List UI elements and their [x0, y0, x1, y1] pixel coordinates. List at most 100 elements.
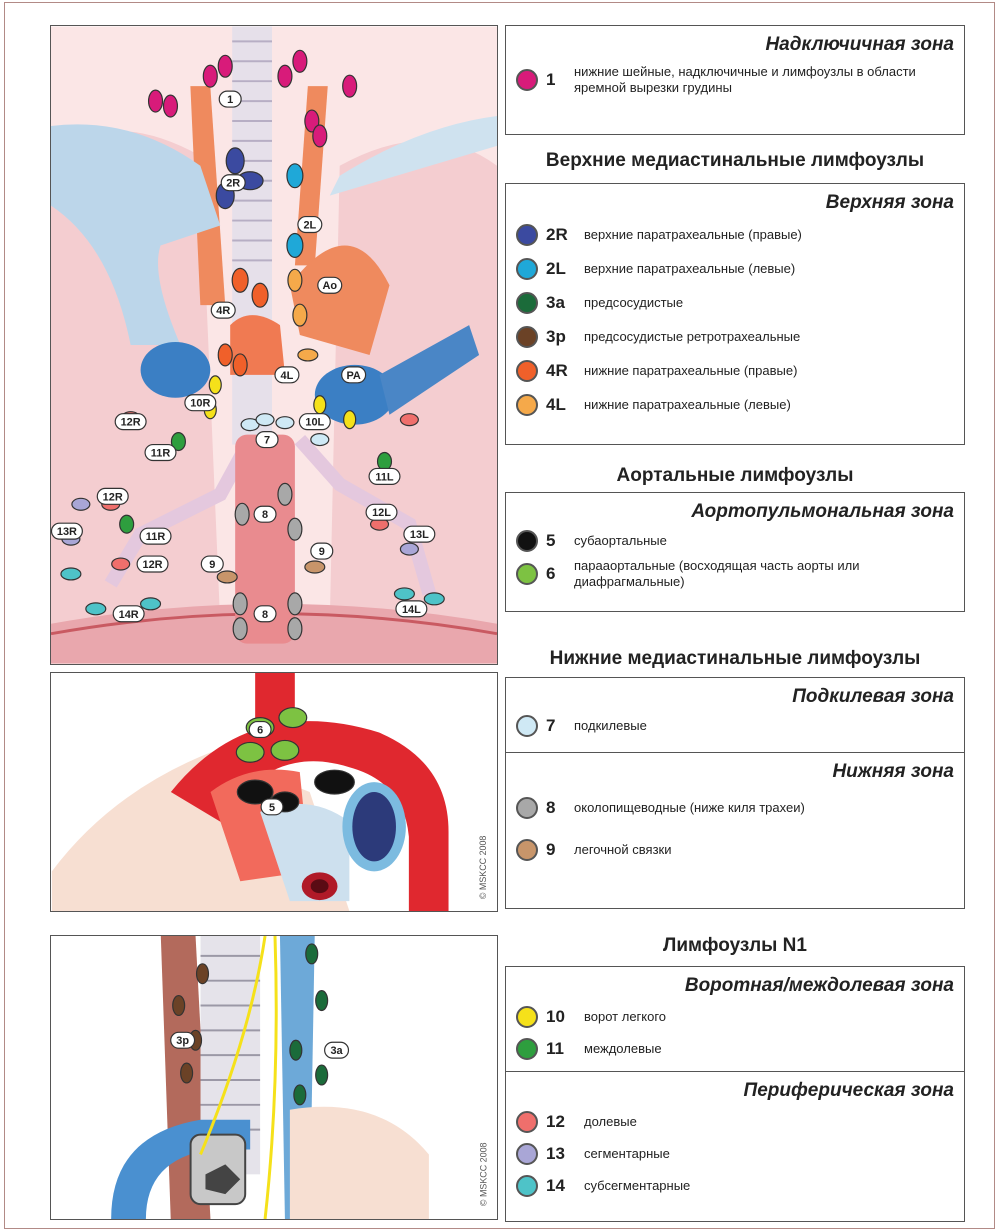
node-label-text: 8: [262, 609, 268, 621]
node-code: 13: [546, 1144, 584, 1164]
node-code: 1: [546, 70, 574, 90]
node-swatch-icon: [516, 69, 538, 91]
node-code: 3a: [546, 293, 584, 313]
node-label-text: 14R: [119, 609, 139, 621]
node-code: 4L: [546, 395, 584, 415]
node-description: нижние шейные, надключичные и лимфоузлы …: [574, 64, 956, 96]
node-label-text: 2R: [226, 178, 240, 190]
aortic-arch-svg: 6 5 © MSKCC 2008: [51, 673, 497, 911]
node-description: междолевые: [584, 1041, 662, 1057]
node-label-text: 11R: [146, 531, 166, 543]
node-label-text: 5: [269, 802, 275, 814]
legend-row-13: 13сегментарные: [506, 1138, 964, 1170]
node-code: 9: [546, 840, 574, 860]
node-code: 11: [546, 1039, 584, 1059]
node-description: верхние паратрахеальные (левые): [584, 261, 795, 277]
node-swatch-icon: [516, 797, 538, 819]
node-description: нижние паратрахеальные (правые): [584, 363, 797, 379]
node-code: 12: [546, 1112, 584, 1132]
node-code: 5: [546, 531, 574, 551]
node-label-text: 2L: [303, 220, 316, 232]
node-label-text: 10R: [190, 398, 210, 410]
node-code: 7: [546, 716, 574, 736]
node-swatch-icon: [516, 360, 538, 382]
node-label-text: 12R: [121, 417, 141, 429]
node-code: 10: [546, 1007, 584, 1027]
node-label-text: Ao: [322, 280, 337, 292]
aortic-title: Аортальные лимфоузлы: [505, 465, 965, 487]
copyright-text: © MSKCC 2008: [478, 836, 488, 900]
node-label-text: 12R: [143, 559, 163, 571]
node-code: 4R: [546, 361, 584, 381]
legend-row-4r: 4Rнижние паратрахеальные (правые): [506, 354, 964, 388]
n1-title: Лимфоузлы N1: [505, 935, 965, 957]
node-code: 2L: [546, 259, 584, 279]
legend-row-7: 7подкилевые: [506, 712, 964, 740]
node-label-text: 12R: [103, 491, 123, 503]
node-code: 6: [546, 564, 574, 584]
n1-box: Воротная/междолевая зона 10ворот легкого…: [505, 966, 965, 1222]
node-swatch-icon: [516, 1143, 538, 1165]
node-label-text: 1: [227, 94, 233, 106]
node-label-text: 6: [257, 724, 263, 736]
aortic-arch-illustration: 6 5 © MSKCC 2008: [50, 672, 498, 912]
node-label-text: 9: [319, 546, 325, 558]
node-label-text: 3p: [176, 1035, 189, 1047]
node-swatch-icon: [516, 563, 538, 585]
legend-row-12: 12долевые: [506, 1106, 964, 1138]
node-code: 14: [546, 1176, 584, 1196]
node-label-text: 12L: [372, 507, 391, 519]
node-label-text: 7: [264, 435, 270, 447]
node-swatch-icon: [516, 530, 538, 552]
node-label-text: 13R: [57, 526, 77, 538]
aortopulmonary-zone-title: Аортопульмональная зона: [506, 493, 964, 527]
node-swatch-icon: [516, 715, 538, 737]
node-description: верхние паратрахеальные (правые): [584, 227, 802, 243]
node-code: 2R: [546, 225, 584, 245]
node-description: долевые: [584, 1114, 637, 1130]
node-description: сегментарные: [584, 1146, 670, 1162]
node-swatch-icon: [516, 292, 538, 314]
subcarinal-zone-title: Подкилевая зона: [506, 678, 964, 712]
peripheral-zone-title: Периферическая зона: [506, 1072, 964, 1106]
node-swatch-icon: [516, 1111, 538, 1133]
node-description: легочной связки: [574, 842, 671, 858]
node-swatch-icon: [516, 394, 538, 416]
lower-zone-title: Нижняя зона: [506, 753, 964, 787]
copyright-text-2: © MSKCC 2008: [478, 1142, 488, 1206]
node-description: субаортальные: [574, 533, 667, 549]
legend-row-2l: 2Lверхние паратрахеальные (левые): [506, 252, 964, 286]
legend-row-4l: 4Lнижние паратрахеальные (левые): [506, 388, 964, 422]
node-description: околопищеводные (ниже киля трахеи): [574, 800, 805, 816]
node-label-text: 11R: [151, 448, 171, 460]
node-label-text: 9: [209, 559, 215, 571]
node-description: парааортальные (восходящая часть аорты и…: [574, 558, 956, 590]
node-description: предсосудистые: [584, 295, 683, 311]
node-description: нижние паратрахеальные (левые): [584, 397, 791, 413]
node-description: предсосудистые ретротрахеальные: [584, 329, 800, 345]
node-label-text: 8: [262, 509, 268, 521]
node-swatch-icon: [516, 1006, 538, 1028]
upper-mediastinal-title: Верхние медиастинальные лимфоузлы: [505, 150, 965, 172]
node-code: 3p: [546, 327, 584, 347]
hilar-zone-title: Воротная/междолевая зона: [506, 967, 964, 1001]
